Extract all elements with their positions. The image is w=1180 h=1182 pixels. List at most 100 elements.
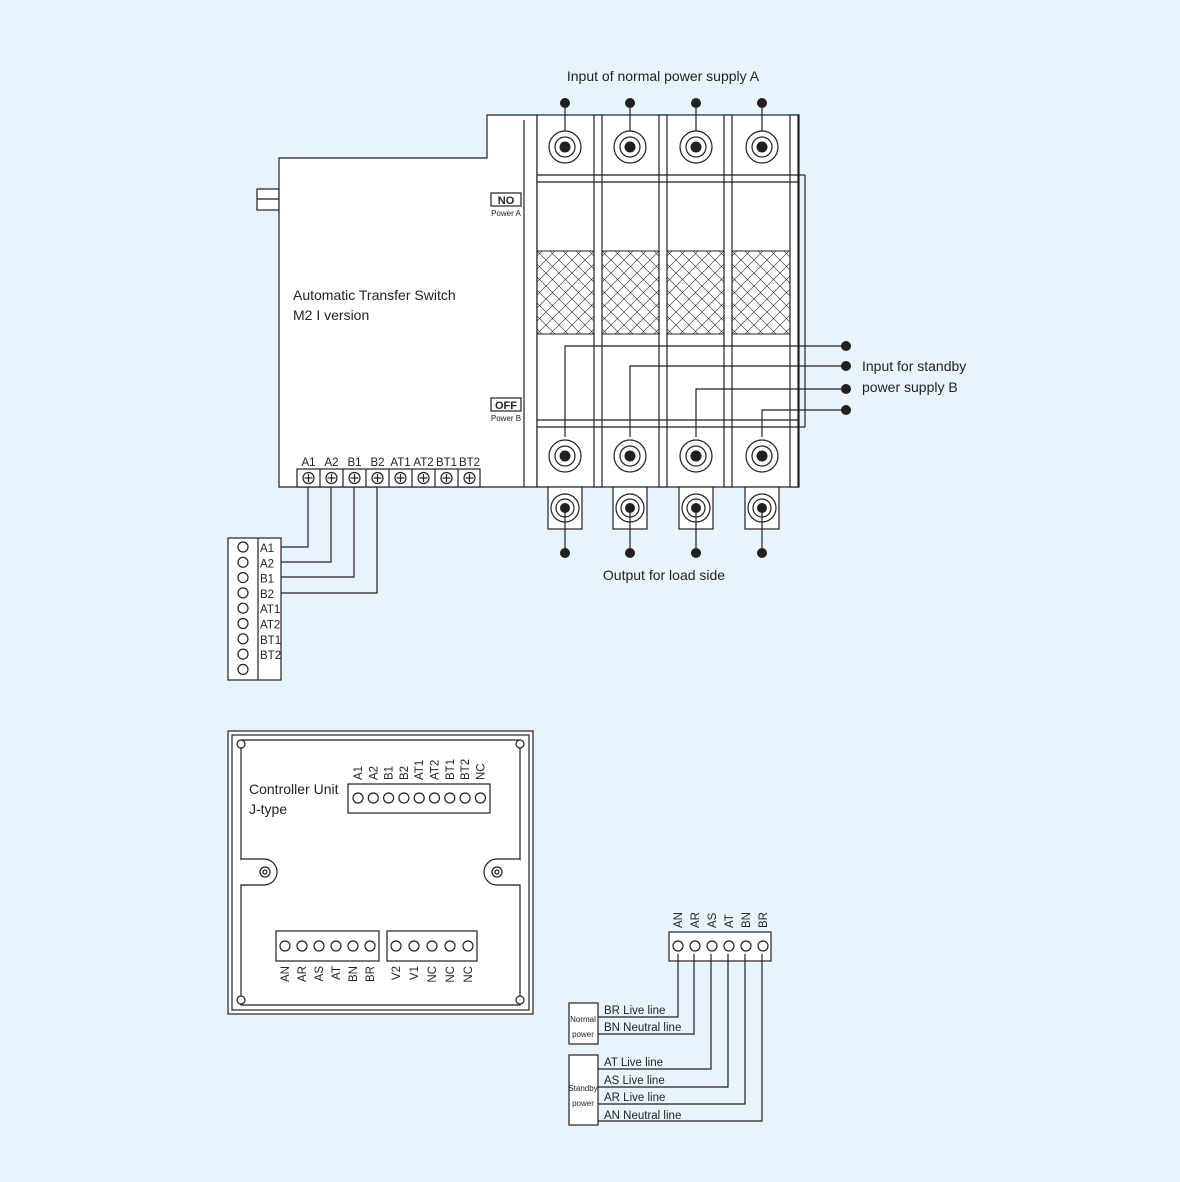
- standby-line-at: AT Live line: [604, 1057, 663, 1069]
- side-terminal-label: B1: [260, 574, 274, 586]
- normal-power-box: [568, 1002, 599, 1045]
- side-terminal-hole: [237, 571, 249, 584]
- no-indicator: [490, 192, 522, 207]
- controller-bottom-right-hole: [390, 940, 402, 952]
- controller-bottom-left-hole: [364, 940, 376, 952]
- power-terminal-hole: [723, 940, 735, 952]
- controller-top-hole: [367, 792, 379, 804]
- ats-body: Automatic Transfer Switch M2 I version N…: [256, 114, 538, 488]
- controller-bottom-right-label: NC: [445, 966, 457, 983]
- ats-terminal-label: B2: [370, 457, 384, 469]
- power-terminal-strip: [668, 931, 772, 962]
- standby-line-as: AS Live line: [604, 1075, 665, 1087]
- no-label: NO: [498, 195, 515, 207]
- side-terminal-hole: [237, 648, 249, 660]
- power-terminal-label: AT: [724, 914, 736, 928]
- standby-line-an: AN Neutral line: [604, 1110, 681, 1122]
- power-terminal-label: AS: [707, 912, 719, 928]
- output-dot: [625, 548, 635, 558]
- controller-top-hole: [444, 792, 456, 804]
- ats-terminal-label: B1: [347, 457, 361, 469]
- controller-bottom-left-strip: [275, 930, 380, 962]
- normal-line-br: BR Live line: [604, 1005, 665, 1017]
- output-dot: [560, 548, 570, 558]
- ats-terminal-label: A1: [301, 457, 315, 469]
- output-dot: [757, 548, 767, 558]
- off-indicator: [490, 397, 522, 412]
- normal-line-bn: BN Neutral line: [604, 1022, 681, 1034]
- controller-bottom-left-hole: [347, 940, 359, 952]
- standby-power-label-2: power: [572, 1099, 594, 1108]
- input-a-dot: [560, 98, 570, 108]
- controller-top-label: AT2: [430, 760, 442, 780]
- side-terminal-label: BT2: [260, 650, 281, 662]
- controller-bottom-left-hole: [279, 940, 291, 952]
- controller-top-label: A2: [368, 766, 380, 780]
- side-terminal-hole: [237, 633, 249, 645]
- controller-bottom-right-hole: [444, 940, 456, 952]
- controller-bottom-left-label: BN: [348, 966, 360, 982]
- controller-bottom-left-label: AR: [297, 966, 309, 982]
- power-terminal-hole: [757, 940, 769, 952]
- input-a-dot: [757, 98, 767, 108]
- power-terminal-hole: [740, 940, 752, 952]
- controller-top-hole: [398, 792, 410, 804]
- standby-power-label-1: Standby: [568, 1084, 597, 1093]
- power-terminal-label: BN: [741, 912, 753, 928]
- controller-bottom-left-label: AT: [331, 966, 343, 980]
- ats-terminal-label: AT2: [413, 457, 433, 469]
- no-sub-label: Power A: [491, 209, 521, 218]
- controller-bottom-right-hole: [462, 940, 474, 952]
- controller-bottom-left-hole: [313, 940, 325, 952]
- controller-top-label: B2: [399, 766, 411, 780]
- controller-top-label: BT1: [445, 759, 457, 780]
- controller-subtitle: J-type: [249, 801, 287, 817]
- side-terminal-label: B2: [260, 589, 274, 601]
- side-terminal-hole: [237, 556, 249, 568]
- side-terminal-hole: [237, 617, 249, 630]
- side-terminal-hole: [237, 587, 249, 599]
- off-label: OFF: [495, 400, 517, 412]
- controller-bottom-right-label: V1: [409, 966, 421, 980]
- controller-top-hole: [383, 792, 395, 804]
- controller-bottom-right-label: V2: [391, 966, 403, 980]
- input-a-dot: [691, 98, 701, 108]
- controller-bottom-right-hole: [408, 940, 420, 952]
- standby-power-box: [568, 1054, 599, 1126]
- controller-top-label: BT2: [460, 759, 472, 780]
- power-terminal-hole: [672, 940, 684, 952]
- normal-power-label-2: power: [572, 1030, 594, 1039]
- side-terminal-label: A2: [260, 558, 274, 570]
- controller-top-hole: [413, 792, 425, 804]
- input-b-label-line1: Input for standby: [862, 358, 966, 374]
- input-a-dot: [625, 98, 635, 108]
- controller-top-label: AT1: [414, 760, 426, 780]
- side-terminal-hole: [237, 602, 249, 614]
- controller-bottom-left-label: AS: [314, 966, 326, 982]
- ats-terminal-label: AT1: [390, 457, 410, 469]
- power-terminal-hole: [689, 940, 701, 952]
- ats-terminal-label: A2: [324, 457, 338, 469]
- ats-terminal-label: BT2: [459, 457, 480, 469]
- standby-line-ar: AR Live line: [604, 1092, 665, 1104]
- controller-bottom-right-hole: [426, 940, 438, 952]
- output-label: Output for load side: [603, 567, 725, 583]
- contact-zone-3: [666, 250, 725, 335]
- controller-top-label: A1: [353, 766, 365, 780]
- normal-power-label-1: Normal: [570, 1015, 596, 1024]
- side-terminal-label: AT1: [260, 604, 280, 616]
- side-terminal-hole: [237, 663, 249, 676]
- controller-top-hole: [428, 792, 441, 804]
- ats-subtitle: M2 I version: [293, 307, 369, 323]
- input-b-label-line2: power supply B: [862, 379, 958, 395]
- ats-title: Automatic Transfer Switch: [293, 287, 456, 303]
- power-terminal-label: AR: [690, 912, 702, 928]
- input-a-label: Input of normal power supply A: [567, 68, 760, 84]
- side-terminal-hole: [237, 541, 249, 553]
- output-dot: [691, 548, 701, 558]
- off-sub-label: Power B: [491, 414, 521, 423]
